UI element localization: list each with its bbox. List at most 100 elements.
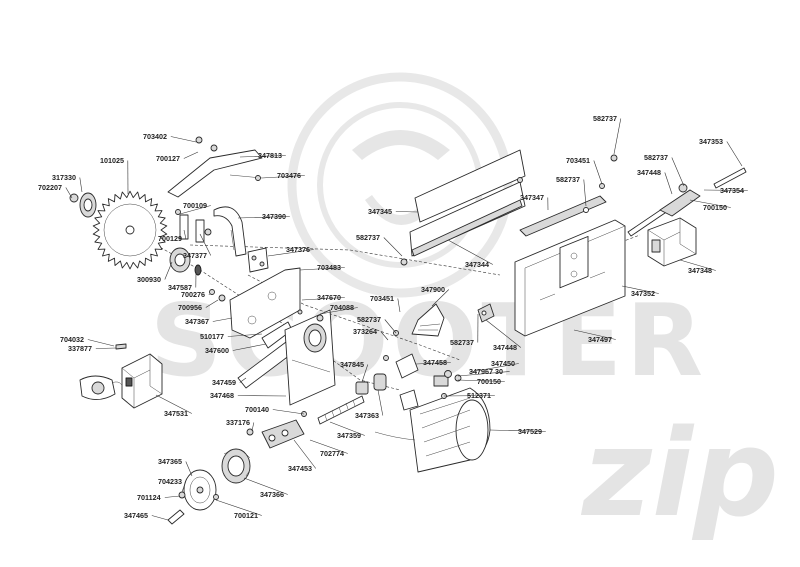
part-number-label: 347352 — [631, 289, 655, 298]
callout-leader-line — [621, 285, 659, 294]
spur-gear — [221, 448, 251, 484]
part-number-label: 703451 — [566, 156, 590, 165]
part-number-label: 703483 — [317, 263, 341, 272]
blade-guard-top — [167, 136, 263, 198]
fence-end-box — [647, 217, 697, 267]
callout-leader-line — [232, 343, 267, 351]
callout-leader-line — [170, 136, 197, 143]
part-number-label: 582737 — [593, 114, 617, 123]
callout-leader-line — [239, 377, 247, 383]
callout-leader-line — [272, 409, 305, 415]
part-number-label: 347448 — [637, 168, 661, 177]
callout-leader-line — [237, 395, 287, 397]
callout-leader-line — [205, 299, 219, 308]
part-number-label: 347497 — [588, 335, 612, 344]
callout-leader-line — [95, 347, 117, 349]
part-number-label: 347354 — [720, 186, 744, 195]
part-number-label: 700129 — [158, 234, 182, 243]
callout-leader-line — [726, 141, 743, 167]
switch-box — [79, 343, 163, 409]
part-number-label: 702207 — [38, 183, 62, 192]
part-number-label: 347448 — [493, 343, 517, 352]
callout-leader-line — [293, 439, 317, 469]
part-number-label: 347813 — [258, 151, 282, 160]
callout-leader-line — [361, 364, 369, 383]
callout-leader-line — [383, 237, 403, 257]
part-number-label: 347376 — [286, 245, 310, 254]
callout-leader-line — [380, 331, 389, 341]
part-number-label: 347458 — [423, 358, 447, 367]
part-number-label: 700150 — [477, 377, 501, 386]
part-number-label: 347845 — [340, 360, 364, 369]
part-number-label: 347531 — [164, 409, 188, 418]
part-number-label: 347465 — [124, 511, 148, 520]
part-number-label: 347377 — [183, 251, 207, 260]
part-number-label: 700956 — [178, 303, 202, 312]
callout-leader-line — [261, 175, 305, 179]
part-number-label: 101025 — [100, 156, 124, 165]
part-number-label: 704233 — [158, 477, 182, 486]
callout-leader-line — [179, 205, 211, 215]
callout-leader-line — [671, 157, 685, 187]
part-number-label: 582737 — [450, 338, 474, 347]
callout-leader-line — [447, 239, 493, 265]
part-number-label: 700127 — [156, 154, 180, 163]
part-number-label: 347353 — [699, 137, 723, 146]
callout-leader-line — [243, 477, 288, 495]
callout-leader-line — [329, 421, 365, 436]
callout-leader-line — [164, 261, 173, 280]
part-number-label: 700276 — [181, 290, 205, 299]
callout-leader-line — [377, 389, 384, 416]
part-number-label: 337877 — [68, 344, 92, 353]
part-number-label: 347367 — [185, 317, 209, 326]
callout-leader-line — [239, 155, 286, 158]
callout-leader-line — [457, 371, 510, 377]
callout-leader-line — [613, 118, 622, 155]
part-number-label: 347344 — [465, 260, 489, 269]
part-number-label: 337176 — [226, 418, 250, 427]
callout-leader-line — [79, 177, 83, 193]
callout-leader-line — [679, 259, 716, 271]
handwheel — [167, 469, 219, 525]
part-number-label: 347900 — [421, 285, 445, 294]
part-number-label: 700140 — [245, 405, 269, 414]
shaft-coupling — [355, 373, 387, 395]
part-number-label: 347366 — [260, 490, 284, 499]
motor-plate — [284, 309, 336, 406]
part-number-label: 347363 — [355, 411, 379, 420]
callout-leader-line — [251, 422, 255, 432]
motor-bracket — [383, 353, 419, 379]
gear-shaft — [246, 411, 307, 449]
rip-fence — [400, 149, 526, 266]
callout-leader-line — [319, 307, 358, 315]
part-number-label: 347967 30 — [469, 367, 503, 376]
callout-leader-line — [583, 179, 587, 207]
part-number-label: 373264 — [353, 327, 377, 336]
callout-leader-line — [183, 229, 187, 239]
callout-leader-line — [227, 333, 263, 337]
callout-leader-line — [397, 298, 401, 313]
callout-leader-line — [199, 233, 212, 256]
part-number-label: 582737 — [356, 233, 380, 242]
callout-leader-line — [664, 172, 673, 195]
part-number-label: 512371 — [467, 391, 491, 400]
callout-leader-line — [87, 339, 115, 347]
callout-leader-line — [309, 439, 348, 454]
callout-leader-line — [237, 216, 290, 219]
callout-leader-line — [415, 362, 451, 365]
callout-leader-line — [183, 151, 199, 159]
callout-leader-line — [457, 379, 505, 382]
small-brackets — [175, 209, 205, 243]
callout-leader-line — [212, 317, 233, 322]
part-number-label: 701124 — [137, 493, 161, 502]
callout-leader-line — [489, 429, 546, 432]
part-number-label: 582737 — [556, 175, 580, 184]
part-number-label: 703476 — [277, 171, 301, 180]
part-number-label: 347600 — [205, 346, 229, 355]
callout-leader-line — [689, 199, 731, 208]
part-number-label: 347365 — [158, 457, 182, 466]
callout-leader-line — [301, 297, 345, 301]
part-number-label: 347529 — [518, 427, 542, 436]
